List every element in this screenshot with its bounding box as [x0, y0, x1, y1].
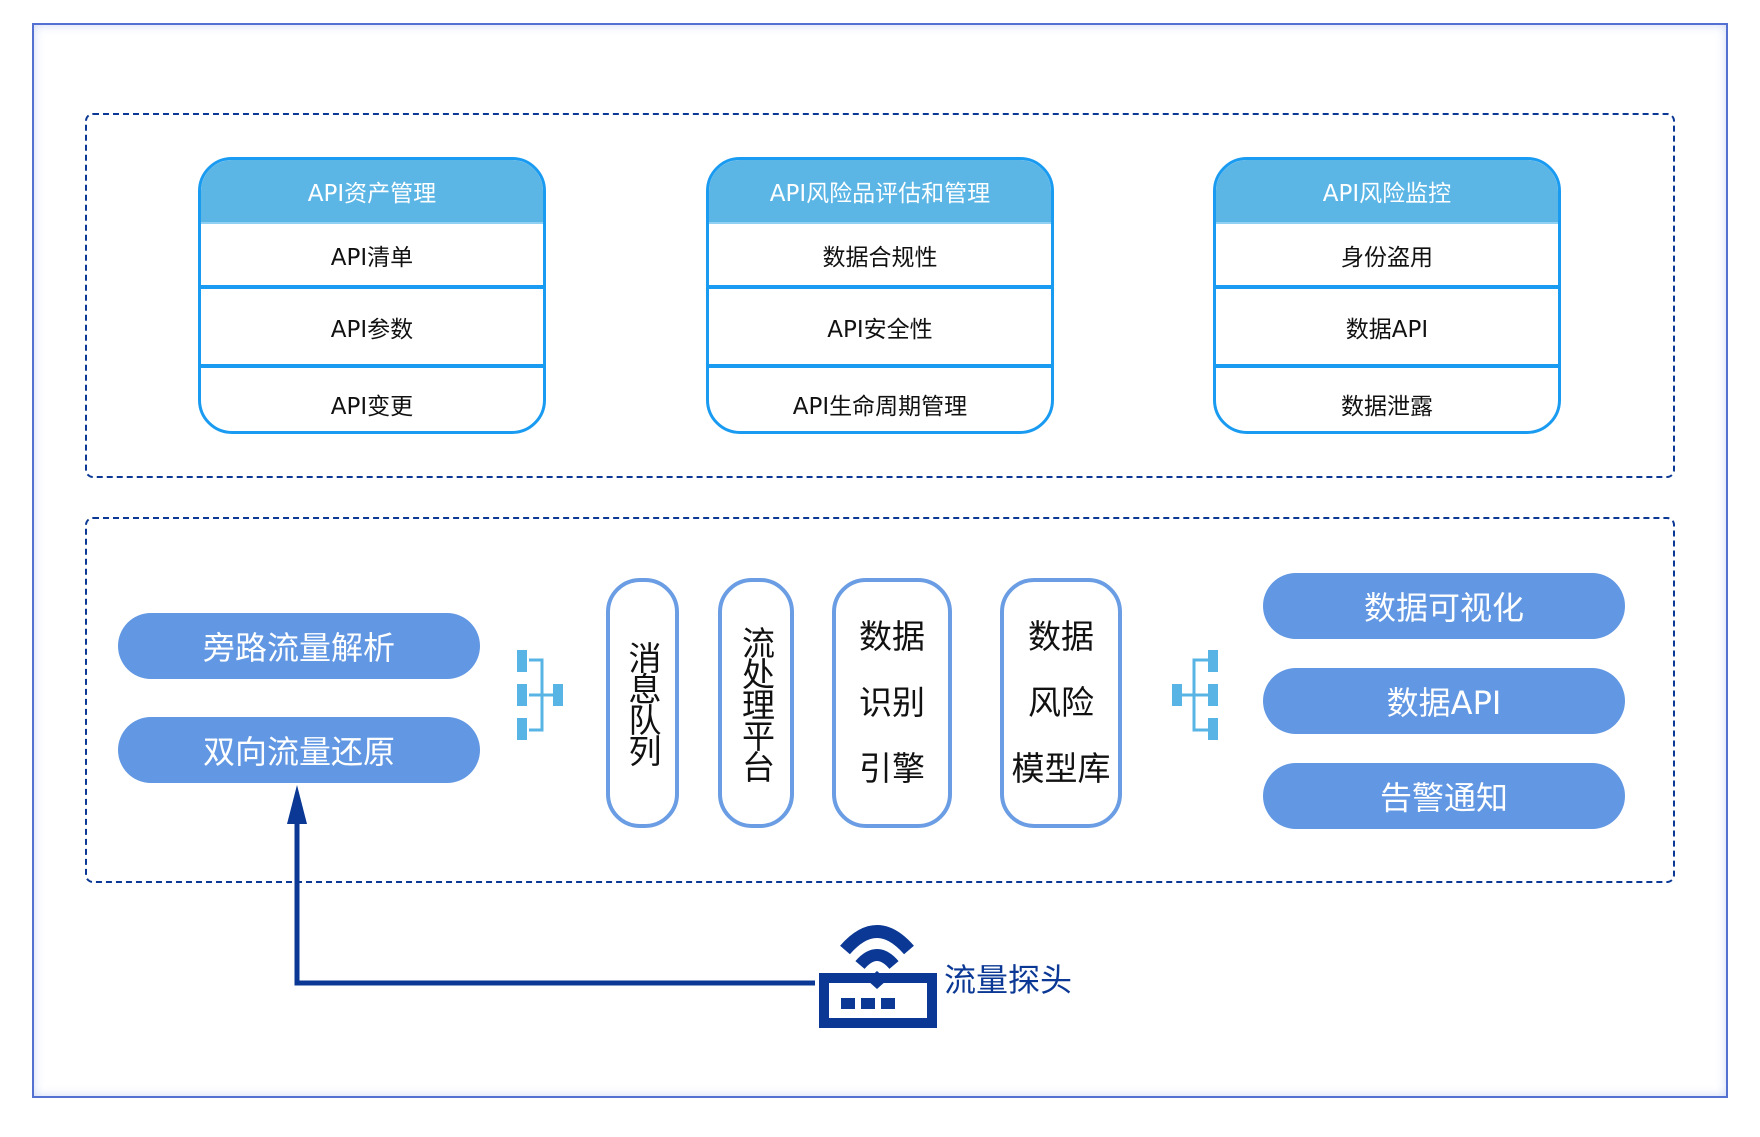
output-pill-alert-notification: 告警通知	[1263, 763, 1625, 829]
module-title: API资产管理	[201, 160, 543, 224]
output-pill-data-api: 数据API	[1263, 668, 1625, 734]
module-item: API清单	[330, 244, 414, 271]
module-title: API风险品评估和管理	[709, 160, 1051, 224]
risk-model-library-box: 数据 风险 模型库	[1000, 578, 1122, 828]
module-item: API生命周期管理	[709, 364, 1051, 431]
module-card-risk-assessment: API风险品评估和管理 数据合规性 API安全性 API生命周期管理	[706, 157, 1054, 434]
wifi-router-icon	[819, 925, 937, 1028]
module-item: 身份盗用	[1341, 244, 1433, 271]
module-item: 数据API	[1216, 285, 1558, 364]
identification-engine-box: 数据 识别 引擎	[832, 578, 952, 828]
message-queue-label: 消息队列	[623, 641, 662, 765]
connector-left-icon	[517, 650, 563, 740]
message-queue-box: 消息队列	[606, 578, 679, 828]
module-item: API安全性	[709, 285, 1051, 364]
connector-right-icon	[1172, 650, 1218, 740]
module-title: API风险监控	[1216, 160, 1558, 224]
output-pill-data-visualization: 数据可视化	[1263, 573, 1625, 639]
input-pill-bidirectional-traffic-restore: 双向流量还原	[118, 717, 480, 783]
risk-model-line: 数据	[1028, 617, 1094, 656]
module-item: API变更	[201, 364, 543, 431]
top-module-group	[85, 113, 1675, 478]
identification-engine-line: 数据	[859, 617, 925, 656]
module-item: 数据合规性	[822, 244, 938, 271]
input-pill-bypass-traffic-parsing: 旁路流量解析	[118, 613, 480, 679]
identification-engine-line: 识别	[859, 683, 925, 722]
processing-group	[85, 517, 1675, 883]
risk-model-line: 模型库	[1011, 749, 1111, 788]
risk-model-line: 风险	[1028, 683, 1094, 722]
identification-engine-line: 引擎	[859, 749, 925, 788]
module-item: 数据泄露	[1216, 364, 1558, 431]
stream-platform-label: 流处理平台	[736, 625, 776, 781]
probe-label: 流量探头	[944, 961, 1073, 999]
module-card-risk-monitoring: API风险监控 身份盗用 数据API 数据泄露	[1213, 157, 1561, 434]
module-card-asset-management: API资产管理 API清单 API参数 API变更	[198, 157, 546, 434]
stream-platform-box: 流处理平台	[718, 578, 794, 828]
outer-frame	[32, 23, 1728, 1098]
module-item: API参数	[201, 285, 543, 364]
